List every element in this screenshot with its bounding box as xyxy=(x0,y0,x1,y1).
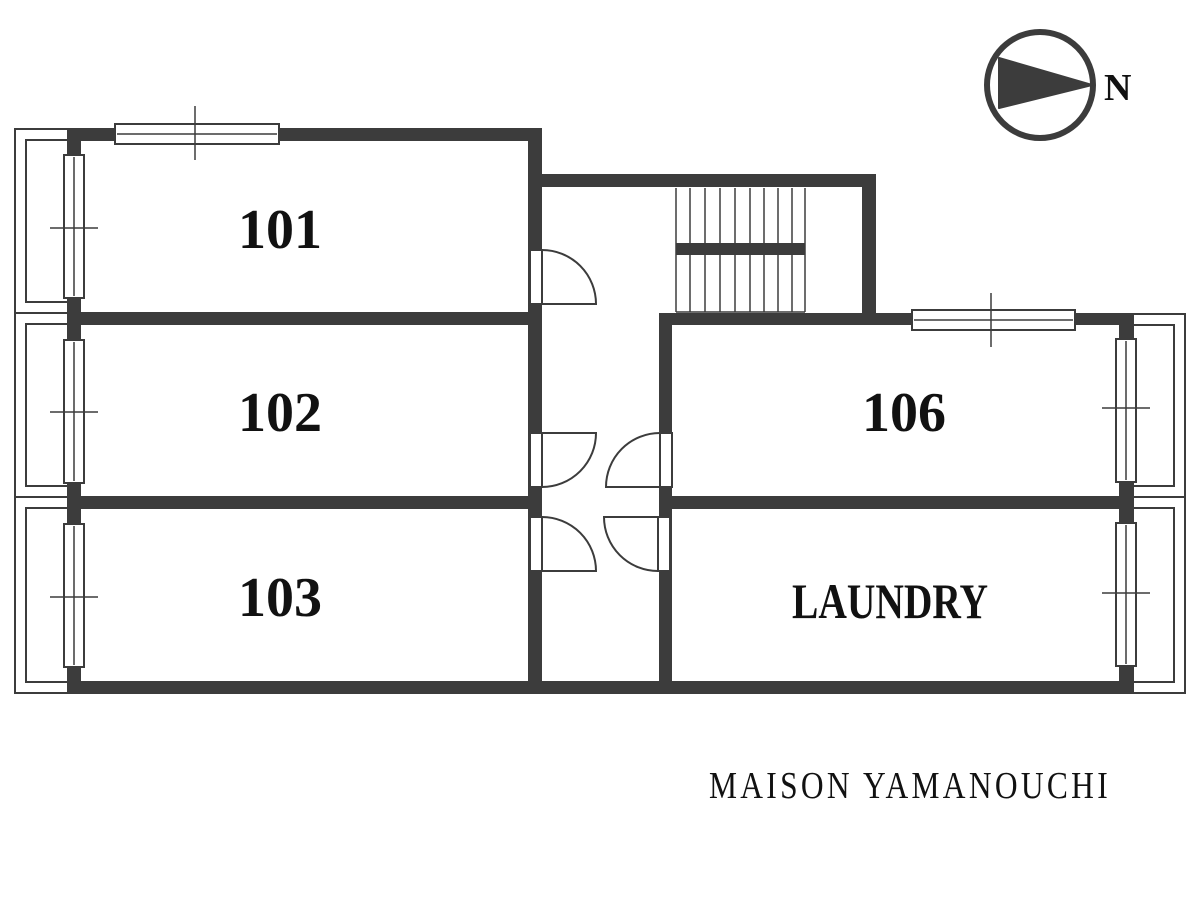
compass: N xyxy=(984,29,1131,141)
window-102-left xyxy=(50,339,98,484)
balcony-101 xyxy=(14,128,69,314)
room-label-101: 101 xyxy=(238,199,322,261)
doors xyxy=(529,249,673,572)
balcony-laundry xyxy=(1132,496,1186,694)
wall-partition-102-103 xyxy=(67,496,542,509)
room-label-103: 103 xyxy=(238,567,322,629)
room-label-106: 106 xyxy=(862,382,946,444)
window-101-top xyxy=(114,106,280,160)
balconies xyxy=(14,128,1186,694)
wall-stair-right xyxy=(862,174,876,320)
door-106[interactable] xyxy=(604,432,673,488)
room-labels: 101 102 103 106 LAUNDRY xyxy=(238,199,988,629)
window-106-top xyxy=(911,293,1076,347)
window-106-right xyxy=(1102,338,1150,483)
wall-partition-106-laundry xyxy=(659,496,1133,509)
wall-stair-top xyxy=(540,174,876,187)
wall-corridor-left xyxy=(528,128,542,694)
door-103[interactable] xyxy=(529,516,598,572)
window-laundry-right xyxy=(1102,522,1150,667)
stair-landing-divider xyxy=(676,243,805,255)
balcony-106 xyxy=(1132,313,1186,498)
windows xyxy=(50,106,1150,668)
window-101-left xyxy=(50,154,98,299)
room-label-102: 102 xyxy=(238,382,322,444)
wall-partition-101-102 xyxy=(67,312,542,325)
door-laundry[interactable] xyxy=(602,516,671,572)
staircase xyxy=(675,188,806,313)
door-101[interactable] xyxy=(529,249,598,305)
wall-bottom xyxy=(67,681,1133,694)
balcony-103 xyxy=(14,496,69,694)
north-label: N xyxy=(1104,67,1131,109)
window-103-left xyxy=(50,523,98,668)
balcony-102 xyxy=(14,312,69,498)
north-arrow-icon xyxy=(998,57,1093,109)
door-102[interactable] xyxy=(529,432,598,488)
room-label-laundry: LAUNDRY xyxy=(792,573,988,629)
building-name: MAISON YAMANOUCHI xyxy=(709,765,1111,807)
